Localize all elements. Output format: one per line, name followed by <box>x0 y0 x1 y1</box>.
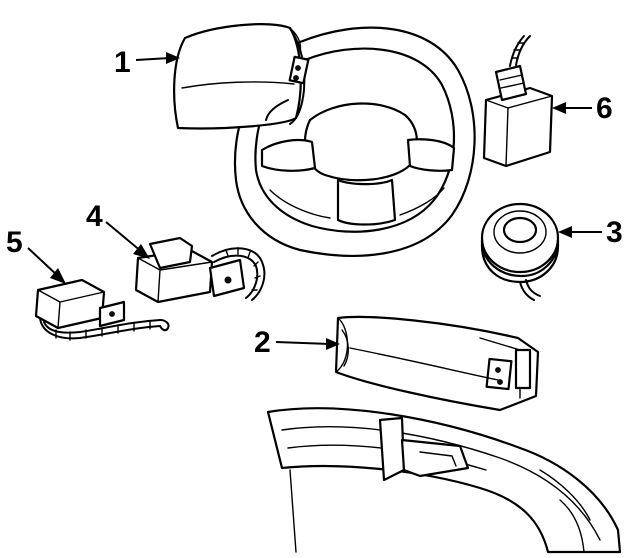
leader-arrow-6 <box>552 102 566 114</box>
front-sensor-with-bracket <box>134 236 266 304</box>
leader-arrow-4 <box>133 244 150 259</box>
passenger-airbag-module <box>334 315 540 412</box>
callout-6: 6 <box>552 92 613 125</box>
instrument-panel <box>266 407 622 554</box>
callout-label-2: 2 <box>254 326 271 359</box>
callout-label-1: 1 <box>114 46 131 79</box>
callout-2: 2 <box>254 326 340 359</box>
leader-arrow-1 <box>166 52 180 64</box>
callout-1: 1 <box>114 46 180 79</box>
clockspring-coil <box>480 202 560 301</box>
callout-4: 4 <box>86 200 150 259</box>
rear-sensor-with-harness <box>34 278 170 341</box>
callout-3: 3 <box>558 216 623 249</box>
callout-label-4: 4 <box>86 200 103 233</box>
leader-line-2 <box>275 341 331 345</box>
leader-arrow-2 <box>326 338 340 350</box>
callout-5: 5 <box>6 226 66 284</box>
leader-line-5 <box>27 247 59 277</box>
sensing-module <box>482 35 554 168</box>
driver-airbag-module <box>173 23 310 130</box>
callout-label-6: 6 <box>596 92 613 125</box>
leader-line-4 <box>105 221 143 253</box>
steering-wheel <box>233 26 476 257</box>
callout-label-3: 3 <box>606 216 623 249</box>
leader-arrow-3 <box>558 226 572 238</box>
leader-line-1 <box>135 57 171 61</box>
callout-label-5: 5 <box>6 226 23 259</box>
leader-arrow-5 <box>50 268 66 284</box>
